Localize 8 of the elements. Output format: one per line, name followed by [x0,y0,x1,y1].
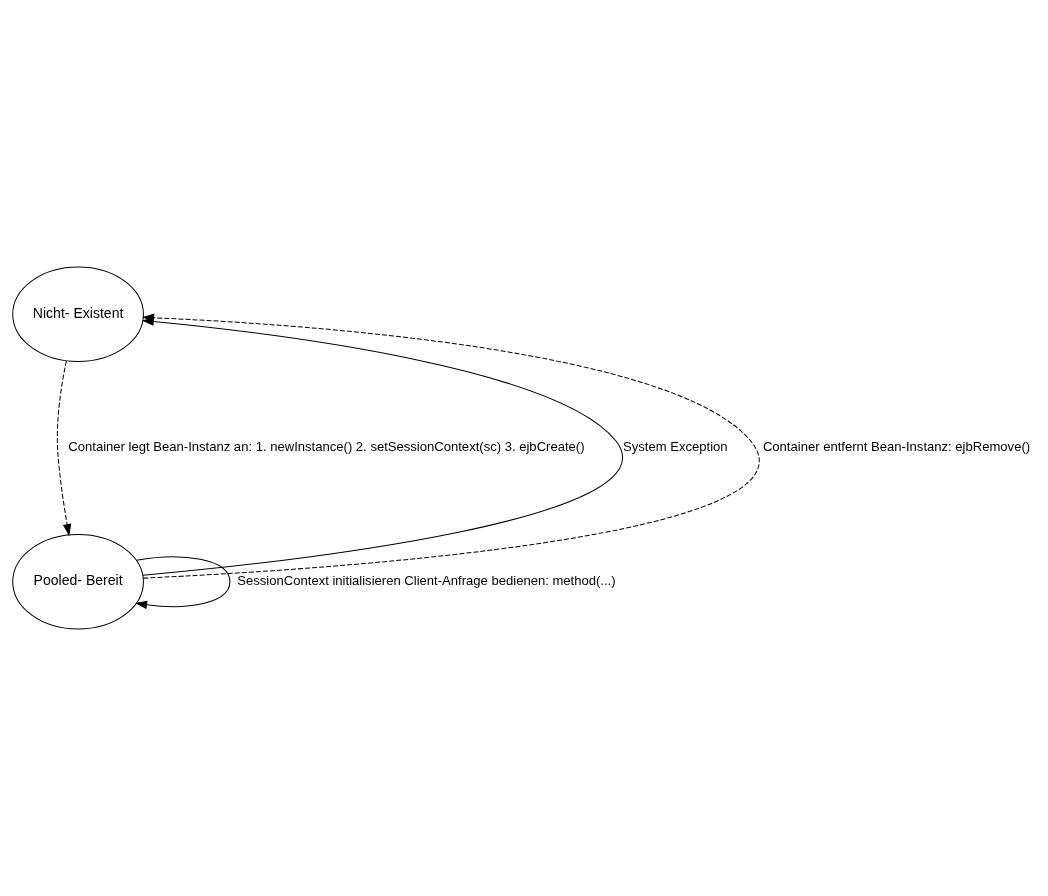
arrow [135,556,231,610]
arrow [56,360,72,537]
edge-label: System Exception [623,439,728,455]
edge-label: Container legt Bean-Instanz an: 1. newInstance() 2. setSessionContext(sc) 3. ejbCreate() [68,439,585,455]
node-ellipse: Pooled- Bereit [12,533,144,630]
edge-label: Container entfernt Bean-Instanz: ejbRemove() [762,439,1031,455]
edge-label: SessionContext initialisieren Client-Anfrage bedienen: method(...) [237,573,616,589]
node-ellipse: Nicht- Existent [12,266,144,363]
